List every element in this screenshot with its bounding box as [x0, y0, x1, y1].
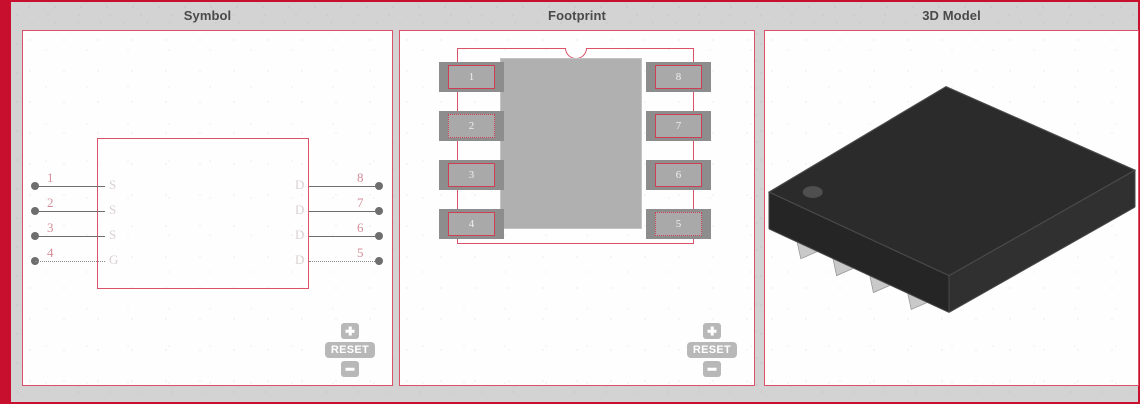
panel-symbol-title: Symbol — [183, 8, 232, 23]
symbol-pin-number: 8 — [357, 170, 364, 185]
footprint-pad-number: 6 — [675, 169, 682, 181]
zoom-in-icon[interactable] — [341, 323, 359, 339]
pin-line — [309, 211, 379, 212]
footprint-pad-7[interactable]: 7 — [646, 111, 711, 141]
package-front-face — [949, 170, 1136, 313]
footprint-pad-3[interactable]: 3 — [439, 160, 504, 190]
symbol-pin-number: 6 — [357, 220, 364, 235]
panel-3d-model: 3D Model — [764, 2, 1139, 402]
footprint-pad-number: 8 — [675, 71, 682, 83]
pad-copper: 5 — [655, 212, 702, 236]
symbol-pin-name: S — [109, 227, 117, 242]
footprint-pad-number: 5 — [675, 218, 682, 230]
pad-copper: 6 — [655, 163, 702, 187]
model-3d-canvas[interactable] — [765, 31, 1138, 385]
symbol-pin-name: D — [295, 227, 305, 242]
symbol-zoom-controls[interactable]: RESET — [322, 323, 378, 377]
symbol-pin-name: D — [295, 252, 305, 267]
pin-line — [309, 236, 379, 237]
symbol-pin-name: S — [109, 177, 117, 192]
pin-terminal-dot-icon — [375, 232, 383, 240]
footprint-pad-5[interactable]: 5 — [646, 209, 711, 239]
pin-line — [309, 261, 379, 262]
footprint-canvas[interactable]: 1 2 3 — [400, 31, 754, 385]
symbol-pin-name: S — [109, 202, 117, 217]
footprint-pad-number: 3 — [468, 169, 475, 181]
footprint-pad-2[interactable]: 2 — [439, 111, 504, 141]
pad-copper: 1 — [448, 65, 495, 89]
symbol-pin-number: 2 — [47, 195, 54, 210]
panel-footprint-body[interactable]: 1 2 3 — [399, 30, 755, 386]
pin-terminal-dot-icon — [375, 182, 383, 190]
zoom-out-icon[interactable] — [341, 361, 359, 377]
panel-3d-model-title: 3D Model — [922, 8, 981, 23]
panel-symbol-body[interactable]: 1 S 2 S 3 S — [22, 30, 393, 386]
symbol-pin-number: 7 — [357, 195, 364, 210]
symbol-pin-name: D — [295, 177, 305, 192]
symbol-body-outline — [97, 138, 309, 289]
footprint-pad-6[interactable]: 6 — [646, 160, 711, 190]
pad-copper: 8 — [655, 65, 702, 89]
zoom-out-icon[interactable] — [703, 361, 721, 377]
panel-symbol: Symbol 1 S 2 S — [22, 2, 393, 402]
footprint-pad-number: 4 — [468, 218, 475, 230]
left-accent-bar — [0, 2, 11, 402]
footprint-zoom-controls[interactable]: RESET — [684, 323, 740, 377]
symbol-pin-name: D — [295, 202, 305, 217]
symbol-pin-number: 5 — [357, 245, 364, 260]
footprint-pad-number: 2 — [468, 120, 475, 132]
pad-copper: 3 — [448, 163, 495, 187]
pad-copper: 7 — [655, 114, 702, 138]
pin-terminal-dot-icon — [375, 257, 383, 265]
symbol-pin-number: 3 — [47, 220, 54, 235]
pin-line — [309, 186, 379, 187]
pin-line — [35, 186, 105, 187]
panel-3d-model-body[interactable] — [764, 30, 1139, 386]
pin-line — [35, 236, 105, 237]
package-left-face — [768, 192, 950, 313]
pad-copper: 2 — [448, 114, 495, 138]
panel-footprint: Footprint 1 — [399, 2, 755, 402]
pin1-dot-marker-icon — [802, 186, 823, 199]
footprint-pad-1[interactable]: 1 — [439, 62, 504, 92]
panel-footprint-title: Footprint — [548, 8, 606, 23]
zoom-in-icon[interactable] — [703, 323, 721, 339]
zoom-reset-button[interactable]: RESET — [324, 342, 376, 358]
pin-terminal-dot-icon — [375, 207, 383, 215]
pin-line — [35, 261, 105, 262]
footprint-pad-number: 7 — [675, 120, 682, 132]
symbol-pin-number: 1 — [47, 170, 54, 185]
symbol-pin-name: G — [109, 252, 119, 267]
footprint-pad-4[interactable]: 4 — [439, 209, 504, 239]
footprint-pad-8[interactable]: 8 — [646, 62, 711, 92]
pin1-notch-marker-icon — [564, 47, 587, 59]
panels-container: Symbol 1 S 2 S — [11, 2, 1139, 402]
symbol-pin-number: 4 — [47, 245, 54, 260]
footprint-pad-number: 1 — [468, 71, 475, 83]
zoom-reset-button[interactable]: RESET — [686, 342, 738, 358]
pad-copper: 4 — [448, 212, 495, 236]
pin-line — [35, 211, 105, 212]
symbol-canvas[interactable]: 1 S 2 S 3 S — [23, 31, 392, 385]
package-3d-render — [767, 85, 1137, 313]
footprint-thermal-pad — [500, 58, 642, 229]
